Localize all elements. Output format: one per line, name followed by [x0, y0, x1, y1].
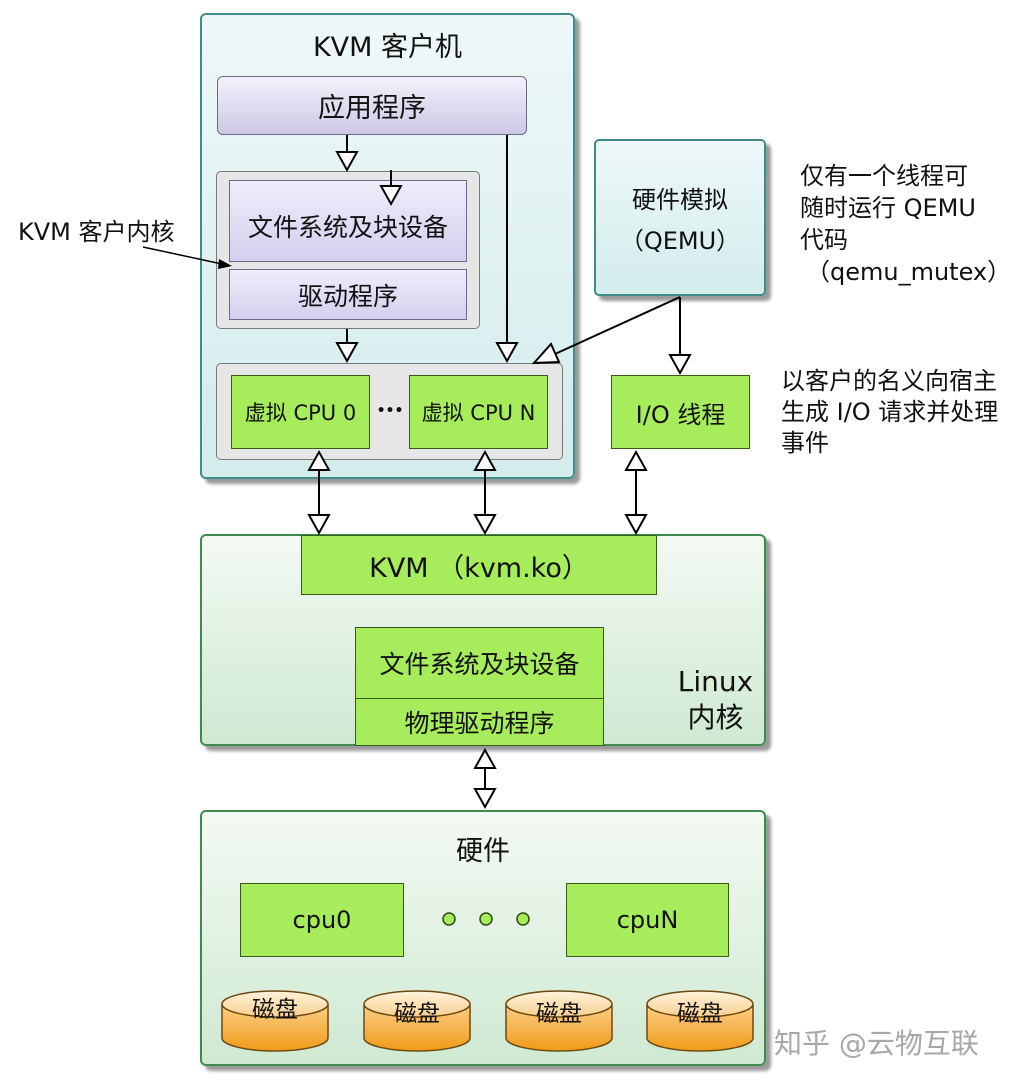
physical-driver-label: 物理驱动程序	[404, 709, 555, 738]
arrow-kernel-hardware	[473, 747, 497, 810]
arrow-app-to-vcpu	[495, 135, 519, 364]
kernel-callout-pointer	[142, 246, 232, 269]
host-filesystem-label: 文件系统及块设备	[379, 650, 580, 679]
arrow-vcpu0-kvm	[307, 449, 331, 536]
guest-driver-label: 驱动程序	[297, 281, 398, 311]
hardware-title: 硬件	[456, 835, 510, 867]
linux-label: Linux	[677, 665, 754, 698]
linux-kernel-label: Linux 内核	[668, 664, 763, 736]
io-note: 以客户的名义向宿主 生成 I/O 请求并处理 事件	[781, 366, 998, 459]
mutex-note: 仅有一个线程可 随时运行 QEMU 代码 （qemu_mutex）	[800, 160, 1011, 288]
guest-title: KVM 客户机	[312, 31, 463, 63]
disk-3-label: 磁盘	[536, 1001, 582, 1027]
vcpu-ellipsis: •••	[376, 403, 404, 419]
kvm-module-box: KVM （kvm.ko）	[301, 535, 657, 595]
io-note-line-2: 生成 I/O 请求并处理	[781, 398, 999, 426]
io-note-line-1: 以客户的名义向宿主	[781, 367, 997, 395]
arrow-into-fs	[379, 170, 403, 207]
cpun-box: cpuN	[566, 883, 729, 957]
arrow-qemu-to-io-thread	[668, 297, 692, 376]
vcpu-n-box: 虚拟 CPU N	[409, 375, 548, 449]
disk-4-label: 磁盘	[677, 1001, 723, 1027]
kvm-module-label: KVM （kvm.ko）	[369, 552, 589, 584]
disk-3	[505, 990, 613, 1052]
hardware-emulation-box: 硬件模拟 （QEMU）	[594, 139, 766, 296]
physical-driver-box: 物理驱动程序	[355, 698, 604, 746]
mutex-note-line-2: 随时运行 QEMU	[800, 194, 976, 222]
cpu-ellipsis	[442, 912, 530, 926]
cpu0-box: cpu0	[240, 883, 404, 957]
vcpu-0-label: 虚拟 CPU 0	[244, 401, 357, 425]
io-thread-box: I/O 线程	[611, 375, 750, 449]
cpun-label: cpuN	[616, 906, 679, 934]
io-note-line-3: 事件	[781, 429, 829, 457]
guest-kernel-callout-label: KVM 客户内核	[18, 218, 175, 246]
mutex-note-line-4: （qemu_mutex）	[806, 258, 1012, 286]
host-filesystem-box: 文件系统及块设备	[355, 627, 604, 699]
application-box: 应用程序	[217, 76, 527, 135]
arrow-app-to-fs	[335, 135, 359, 173]
guest-driver-box: 驱动程序	[229, 269, 467, 320]
kernel-label: 内核	[687, 701, 744, 734]
application-label: 应用程序	[318, 93, 426, 124]
qemu-label: （QEMU）	[619, 226, 741, 255]
arrow-vcpun-kvm	[473, 449, 497, 536]
hardware-emulation-label: 硬件模拟	[632, 185, 728, 214]
arrow-driver-to-vcpu	[335, 329, 359, 364]
disk-1-label: 磁盘	[252, 997, 298, 1023]
arrow-qemu-to-vcpu	[531, 296, 681, 365]
guest-filesystem-box: 文件系统及块设备	[229, 180, 467, 262]
arrow-io-thread-kernel	[624, 449, 648, 536]
watermark: 知乎 @云物互联	[774, 1027, 979, 1060]
disk-4	[646, 990, 754, 1052]
disk-2	[363, 990, 471, 1052]
mutex-note-line-3: 代码	[800, 226, 848, 254]
disk-1	[221, 990, 329, 1052]
guest-filesystem-label: 文件系统及块设备	[247, 213, 448, 242]
mutex-note-line-1: 仅有一个线程可	[800, 162, 968, 190]
vcpu-n-label: 虚拟 CPU N	[421, 401, 536, 425]
vcpu-0-box: 虚拟 CPU 0	[231, 375, 370, 449]
cpu0-label: cpu0	[292, 906, 352, 934]
disk-2-label: 磁盘	[394, 1001, 440, 1027]
io-thread-label: I/O 线程	[635, 400, 726, 429]
